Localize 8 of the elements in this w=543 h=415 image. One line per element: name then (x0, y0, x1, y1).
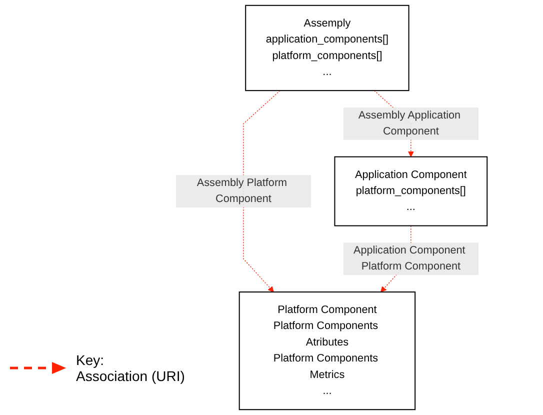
edge-label: Application Component Platform Component (354, 244, 466, 272)
node-box: Platform Component Platform Components Atributes Platform Components Metrics ... (238, 291, 416, 410)
edge-label: Assembly Application Component (358, 109, 460, 138)
node-box: Application Component platform_components[] ... (334, 156, 488, 226)
edge-label: Assembly Platform Component (196, 177, 288, 205)
key-heading: Key: (76, 352, 106, 368)
legend-text: Association (URI) (76, 368, 185, 384)
node-box: Assemply application_components[] platform_components[] ... (245, 4, 410, 92)
